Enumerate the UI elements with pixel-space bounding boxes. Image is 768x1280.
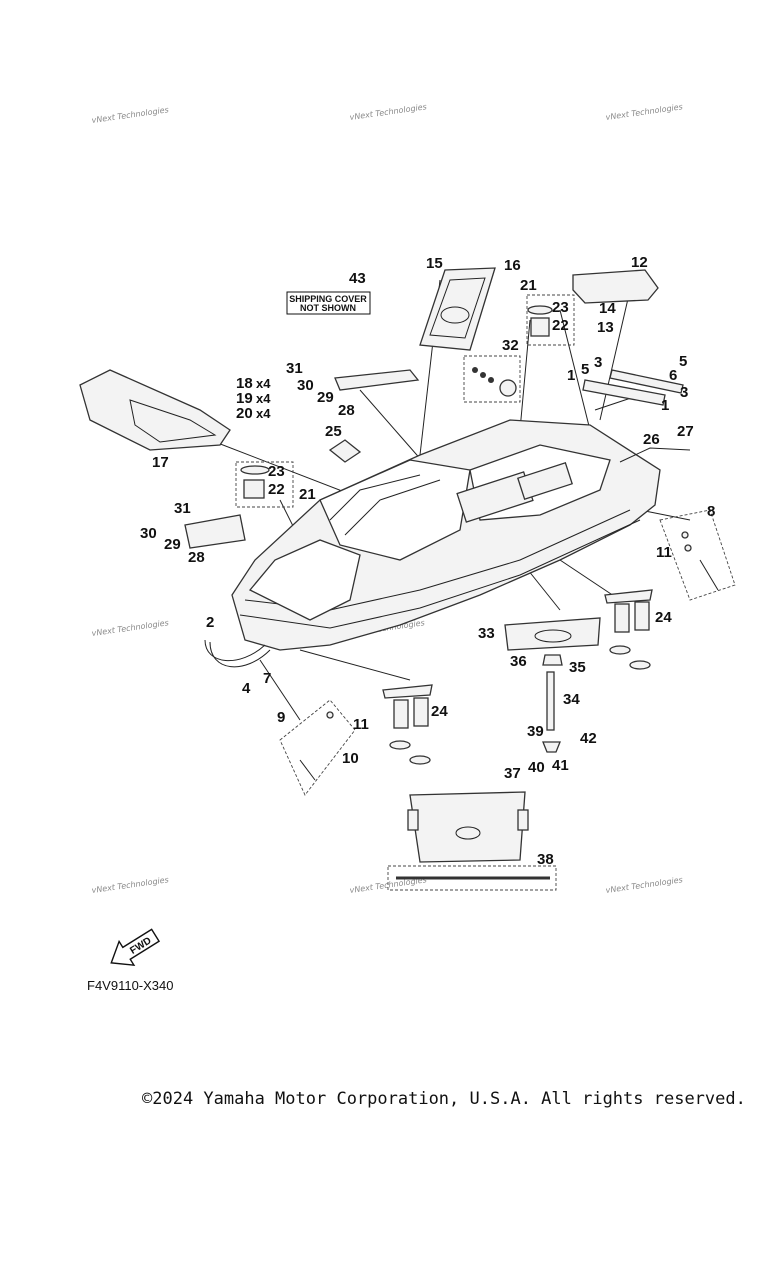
callout-11-left: 11 xyxy=(353,716,369,733)
callout-40: 40 xyxy=(528,759,545,776)
callout-13: 13 xyxy=(597,319,614,336)
callout-8: 8 xyxy=(707,503,715,520)
boat-hull xyxy=(231,419,661,651)
callout-23-right: 23 xyxy=(552,299,569,316)
callout-19: 19 xyxy=(236,390,253,407)
cable xyxy=(204,639,271,668)
callout-21-right: 21 xyxy=(520,277,537,294)
rails xyxy=(582,369,684,406)
callout-10: 10 xyxy=(342,750,359,767)
callout-18-qty: x4 xyxy=(256,376,271,391)
callout-32: 32 xyxy=(502,337,519,354)
callout-3-a: 3 xyxy=(594,354,602,371)
cup-holder-left xyxy=(235,461,294,508)
diagram-code: F4V9110-X340 xyxy=(87,978,174,993)
callout-41: 41 xyxy=(552,757,569,774)
callout-1-a: 1 xyxy=(567,367,575,384)
callout-23-left: 23 xyxy=(268,463,285,480)
callout-38: 38 xyxy=(537,851,554,868)
watermark: vNext Technologies xyxy=(605,875,683,895)
callout-9: 9 xyxy=(277,709,285,726)
callout-35: 35 xyxy=(569,659,586,676)
hardware-kit-left xyxy=(279,699,356,796)
forward-arrow-icon: FWD xyxy=(110,928,161,967)
callout-24-rear: 24 xyxy=(655,609,672,626)
callout-29-lower: 29 xyxy=(164,536,181,553)
callout-28-upper: 28 xyxy=(338,402,355,419)
watermark: vNext Technologies xyxy=(91,618,169,638)
callout-20: 20 xyxy=(236,405,253,422)
callout-21-left: 21 xyxy=(299,486,316,503)
callout-5-b: 5 xyxy=(581,361,589,378)
callout-33: 33 xyxy=(478,625,495,642)
callout-11-right: 11 xyxy=(656,544,672,561)
tow-hook xyxy=(619,447,691,463)
cleat-front xyxy=(382,684,433,765)
callout-12: 12 xyxy=(631,254,648,271)
callout-36: 36 xyxy=(510,653,527,670)
callout-34: 34 xyxy=(563,691,580,708)
callout-22-right: 22 xyxy=(552,317,569,334)
switch-panel xyxy=(463,355,521,403)
callout-6: 6 xyxy=(669,367,677,384)
callout-15: 15 xyxy=(426,255,443,272)
watermark: vNext Technologies xyxy=(605,102,683,122)
watermark: vNext Technologies xyxy=(91,875,169,895)
watermark: vNext Technologies xyxy=(349,102,427,122)
callout-25: 25 xyxy=(325,423,342,440)
callout-30-lower: 30 xyxy=(140,525,157,542)
grab-handles xyxy=(184,369,420,549)
cooler xyxy=(407,791,529,863)
callout-31-lower: 31 xyxy=(174,500,191,517)
mirror xyxy=(328,439,362,463)
shipping-cover-line2: NOT SHOWN xyxy=(300,303,356,313)
callout-17: 17 xyxy=(152,454,169,471)
watermark: vNext Technologies xyxy=(91,105,169,125)
callout-37: 37 xyxy=(504,765,521,782)
callout-30-upper: 30 xyxy=(297,377,314,394)
callout-42: 42 xyxy=(580,730,597,747)
callout-5-a: 5 xyxy=(679,353,687,370)
cleat-rear xyxy=(604,589,653,670)
shipping-cover-line1: SHIPPING COVER xyxy=(289,294,367,304)
copyright-notice: ©2024 Yamaha Motor Corporation, U.S.A. A… xyxy=(142,1089,746,1109)
callout-31-upper: 31 xyxy=(286,360,303,377)
callout-43: 43 xyxy=(349,270,366,287)
callout-29-upper: 29 xyxy=(317,389,334,406)
callout-28-lower: 28 xyxy=(188,549,205,566)
callout-7: 7 xyxy=(263,670,271,687)
callout-16: 16 xyxy=(504,257,521,274)
callout-3-b: 3 xyxy=(680,384,688,401)
hatch-lid xyxy=(419,267,496,351)
cup-holder-right xyxy=(526,294,575,346)
callout-14: 14 xyxy=(599,300,616,317)
shipping-cover-note-box xyxy=(286,291,371,315)
callout-24-front: 24 xyxy=(431,703,448,720)
callouts: 43 15 16 12 21 23 22 14 13 32 5 3 6 1 5 … xyxy=(140,254,715,868)
callout-4: 4 xyxy=(242,680,251,697)
callout-2: 2 xyxy=(206,614,214,631)
table xyxy=(504,617,601,753)
callout-18: 18 xyxy=(236,375,253,392)
cover-12 xyxy=(572,269,659,304)
hardware-kit-right xyxy=(659,509,736,601)
callout-39: 39 xyxy=(527,723,544,740)
rod xyxy=(387,865,557,891)
callout-20-qty: x4 xyxy=(256,406,271,421)
callout-1-b: 1 xyxy=(661,397,669,414)
windshield-panel xyxy=(79,369,231,451)
callout-27: 27 xyxy=(677,423,694,440)
callout-22-left: 22 xyxy=(268,481,285,498)
callout-19-qty: x4 xyxy=(256,391,271,406)
callout-26: 26 xyxy=(643,431,660,448)
